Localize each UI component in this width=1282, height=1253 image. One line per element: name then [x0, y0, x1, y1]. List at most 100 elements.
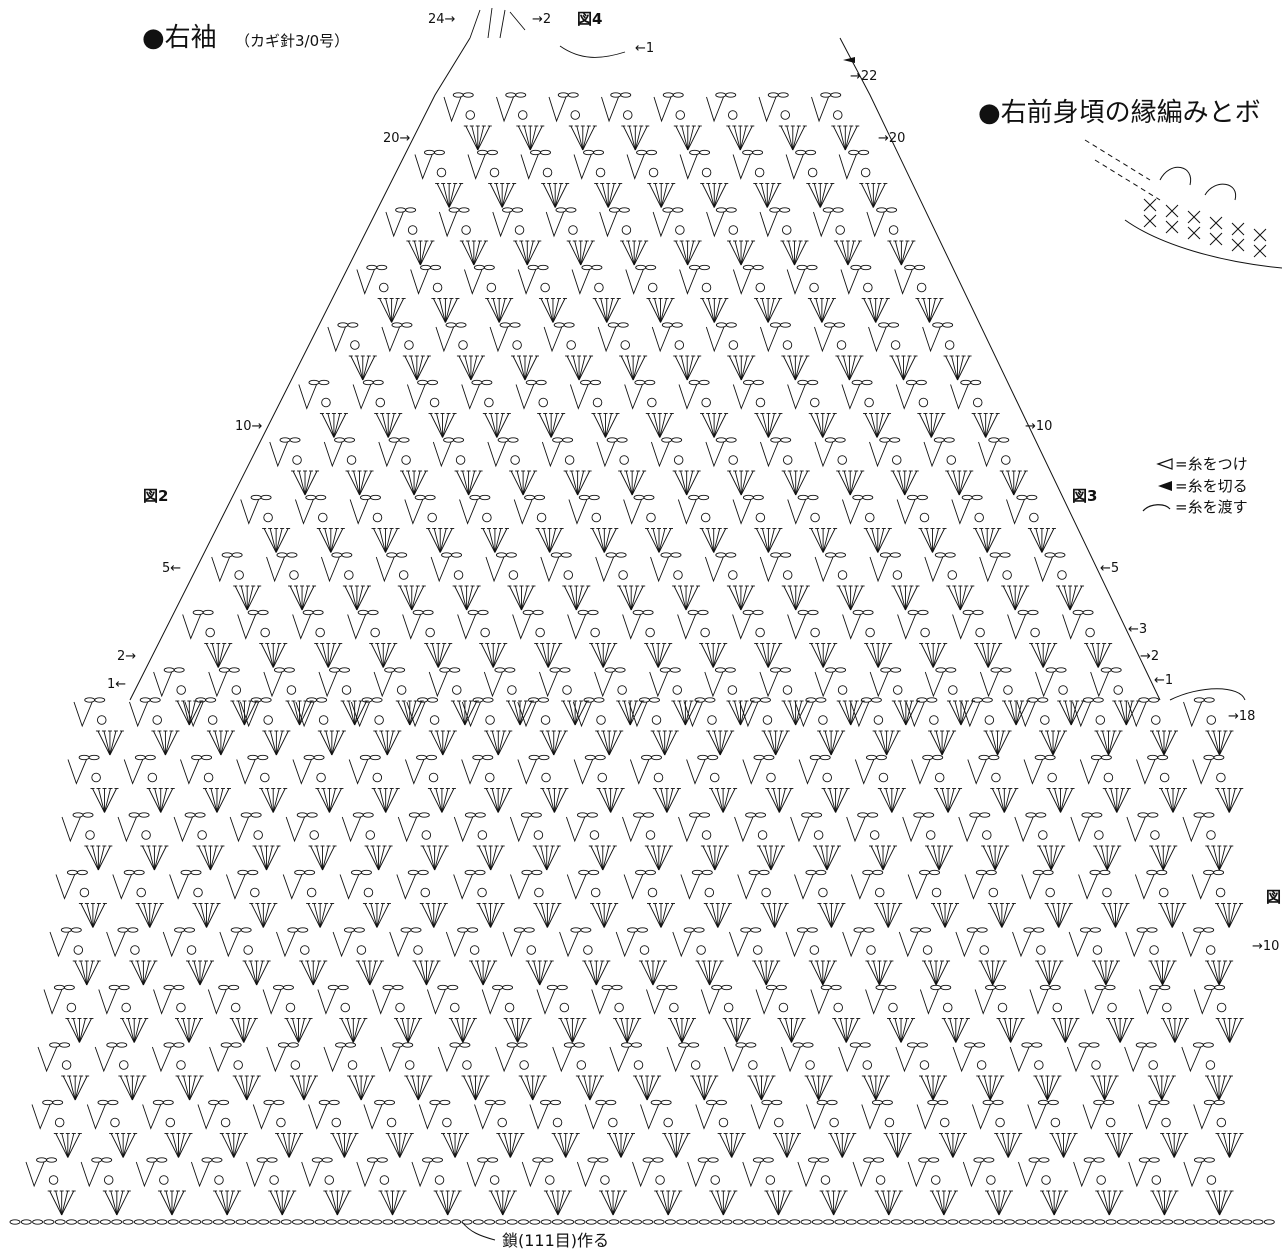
treble-stitch	[830, 903, 838, 928]
treble-stitch	[994, 845, 1008, 871]
chain-stitch	[357, 609, 369, 616]
treble-stitch	[1172, 788, 1180, 813]
chain-stitch	[471, 379, 483, 386]
v-stitch	[734, 816, 754, 843]
treble-stitch	[707, 528, 715, 553]
v-stitch	[842, 614, 862, 640]
treble-stitch	[574, 700, 582, 726]
chain-stitch	[1027, 609, 1039, 616]
v-stitch	[705, 326, 725, 353]
v-stitch	[732, 614, 752, 640]
treble-stitch	[1010, 1018, 1018, 1043]
treble-stitch	[885, 1133, 899, 1158]
picot-stitch	[728, 570, 738, 580]
treble-stitch	[652, 960, 660, 986]
picot-stitch	[700, 512, 711, 523]
chain-stitch	[805, 697, 817, 703]
v-stitch	[184, 701, 204, 728]
treble-stitch	[1218, 845, 1226, 871]
treble-stitch	[653, 413, 661, 438]
treble-stitch	[243, 1018, 251, 1043]
chain-stitch	[453, 437, 465, 443]
treble-stitch	[543, 528, 551, 553]
top-chain	[559, 45, 626, 58]
chain-stitch	[693, 927, 705, 933]
treble-stitch	[465, 125, 479, 151]
chain-stitch	[697, 609, 709, 616]
cut-yarn-icon	[1158, 481, 1172, 491]
foundation-chain	[653, 1219, 665, 1225]
picot-stitch	[864, 397, 874, 408]
chain-stitch	[1203, 869, 1215, 876]
treble-stitch	[589, 960, 597, 986]
chain-stitch	[445, 322, 457, 328]
treble-stitch	[659, 413, 667, 438]
foundation-chain	[371, 1219, 383, 1225]
treble-stitch	[577, 470, 585, 496]
v-stitch	[1126, 816, 1146, 843]
chain-stitch	[852, 494, 864, 501]
picot-stitch	[1058, 685, 1068, 695]
treble-stitch	[1001, 470, 1015, 496]
treble-stitch	[386, 730, 400, 756]
foundation-chain	[710, 1219, 722, 1225]
treble-stitch	[336, 1190, 350, 1216]
picot-stitch	[1215, 887, 1226, 898]
treble-stitch	[767, 298, 781, 323]
picot-stitch	[477, 887, 487, 898]
row-marker: ←1	[1154, 673, 1173, 688]
row-marker: 2→	[117, 649, 136, 664]
chain-stitch	[862, 609, 874, 616]
single-crochet	[1209, 232, 1223, 246]
treble-stitch	[714, 845, 722, 871]
treble-stitch	[200, 903, 207, 928]
chain-stitch	[1026, 494, 1038, 501]
treble-stitch	[243, 1018, 257, 1043]
chain-stitch	[400, 927, 412, 933]
chain-stitch	[361, 869, 372, 876]
foundation-leader	[461, 1221, 496, 1241]
foundation-chain	[631, 1219, 642, 1225]
chain-stitch	[698, 379, 710, 386]
chain-stitch	[384, 667, 396, 673]
treble-stitch	[194, 903, 207, 928]
picot-stitch	[404, 340, 414, 350]
treble-stitch	[142, 960, 156, 986]
treble-stitch	[359, 470, 372, 496]
chain-stitch	[315, 494, 327, 501]
picot-stitch	[592, 397, 603, 408]
treble-stitch	[626, 1018, 634, 1043]
treble-stitch	[778, 1190, 785, 1216]
v-stitch	[378, 441, 398, 468]
treble-stitch	[820, 845, 828, 871]
treble-stitch	[618, 585, 632, 611]
treble-stitch	[382, 643, 396, 668]
chain-stitch	[770, 322, 781, 328]
v-stitch	[435, 326, 455, 353]
treble-stitch	[86, 903, 94, 928]
v-stitch	[517, 701, 537, 728]
dashed-guide	[1084, 139, 1151, 181]
treble-stitch	[879, 960, 892, 986]
chain-stitch	[88, 754, 100, 761]
v-stitch	[301, 1161, 321, 1188]
chain-stitch	[981, 697, 993, 703]
chain-stitch	[807, 379, 819, 386]
chain-stitch	[643, 812, 654, 818]
chain-stitch	[60, 927, 72, 933]
v-stitch	[679, 269, 698, 295]
treble-stitch	[330, 1190, 338, 1216]
treble-stitch	[675, 125, 689, 151]
chain-stitch	[184, 927, 195, 933]
treble-stitch	[1162, 845, 1170, 871]
chain-stitch	[532, 1157, 544, 1163]
v-stitch	[55, 874, 76, 900]
v-stitch	[666, 1046, 687, 1073]
picot-stitch	[375, 397, 386, 408]
treble-stitch	[761, 413, 769, 438]
picot-stitch	[653, 772, 664, 783]
chain-stitch	[966, 927, 978, 933]
treble-stitch	[646, 1075, 654, 1101]
treble-stitch	[143, 903, 151, 928]
chain-stitch	[208, 1099, 220, 1106]
